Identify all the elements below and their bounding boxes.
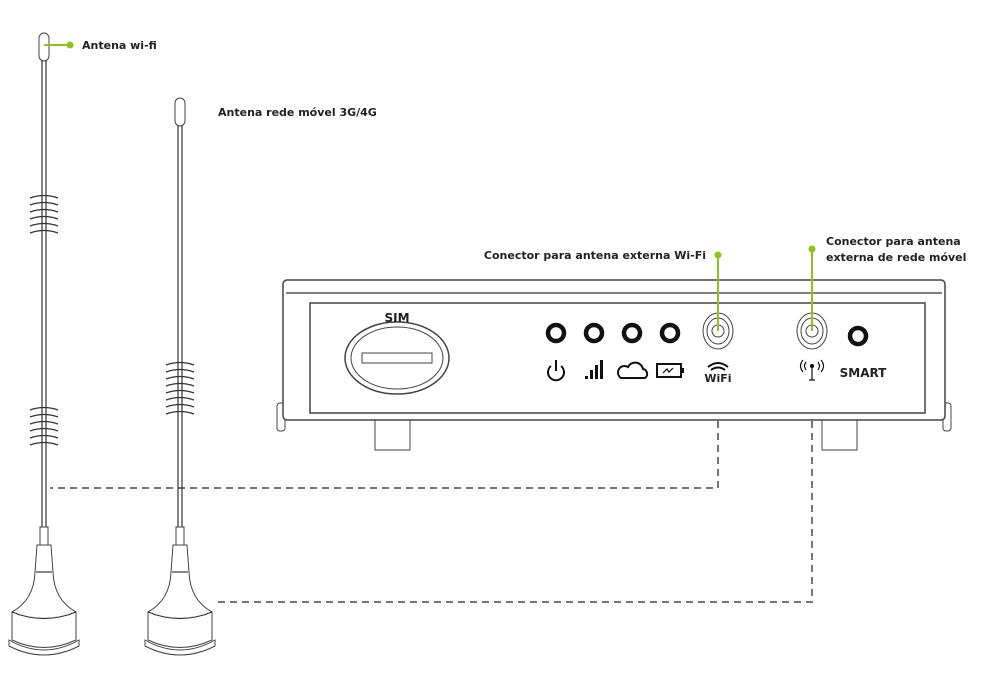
power-icon [547,360,565,382]
mobile-antenna [144,97,216,656]
wifi-antenna-label: Antena wi-fi [82,39,157,52]
signal-led [583,322,605,344]
mobile-antenna-label: Antena rede móvel 3G/4G [218,106,377,119]
wifi-antenna [8,32,80,656]
sim-slot[interactable] [344,321,450,395]
smart-button[interactable] [847,325,869,347]
mobile-antenna-icon [799,359,825,381]
wifi-icon [707,362,729,371]
cloud-icon [616,361,649,379]
signal-icon [585,360,603,379]
power-led [545,322,567,344]
smart-label: SMART [840,366,888,380]
cloud-led [621,322,643,344]
mobile-connector-label-2: externa de rede móvel [826,251,966,264]
mobile-cable [215,385,813,603]
battery-led [659,322,681,344]
callout-dot [714,251,722,259]
wifi-label: WiFi [704,372,731,385]
wifi-connector-label: Conector para antena externa Wi-Fi [484,249,706,262]
callout-dot [808,245,816,253]
battery-icon [656,363,684,378]
mobile-connector-label-1: Conector para antena [826,235,961,248]
sim-label: SIM [384,311,409,325]
router: SIM WiFi SMART [276,279,952,451]
wifi-cable [50,385,719,489]
callout-dot [66,41,74,49]
